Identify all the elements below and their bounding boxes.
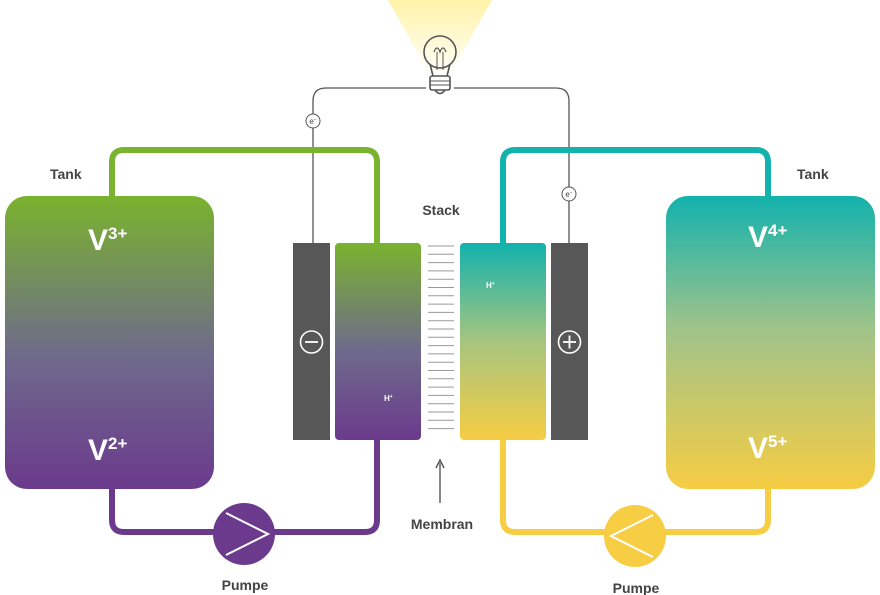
plus-circle-icon (557, 330, 582, 354)
electron-label-left: e− (309, 117, 316, 126)
half-cell-left (335, 243, 421, 440)
membrane-label: Membran (411, 516, 473, 532)
pipe-right-top (500, 147, 771, 245)
pump-icon (213, 503, 275, 565)
proton-label-right: H+ (486, 281, 495, 290)
tank-right-label: Tank (797, 166, 829, 182)
pipe-left-top (109, 147, 380, 245)
light-bulb-icon (423, 35, 457, 95)
proton-label-left: H+ (384, 394, 393, 403)
electron-icon: e− (305, 113, 321, 129)
electron-label-right: e− (565, 190, 572, 199)
half-cell-right (460, 243, 546, 440)
tank-left-label: Tank (50, 166, 82, 182)
stack-label: Stack (422, 202, 460, 218)
ion-right-bottom: V5+ (748, 432, 787, 465)
arrow-up-icon (435, 458, 445, 503)
tank-left (5, 196, 214, 489)
minus-circle-icon (299, 330, 324, 354)
pump-icon (604, 505, 666, 567)
ion-right-top: V4+ (748, 221, 787, 254)
pump-left-label: Pumpe (222, 577, 269, 593)
tank-right (666, 196, 875, 489)
ion-left-top: V3+ (88, 224, 127, 257)
electron-icon: e− (561, 186, 577, 202)
external-circuit-wire (312, 87, 570, 245)
light-glow (388, 0, 492, 78)
membrane (428, 245, 454, 430)
ion-left-bottom: V2+ (88, 434, 127, 467)
pump-right-label: Pumpe (613, 580, 660, 595)
